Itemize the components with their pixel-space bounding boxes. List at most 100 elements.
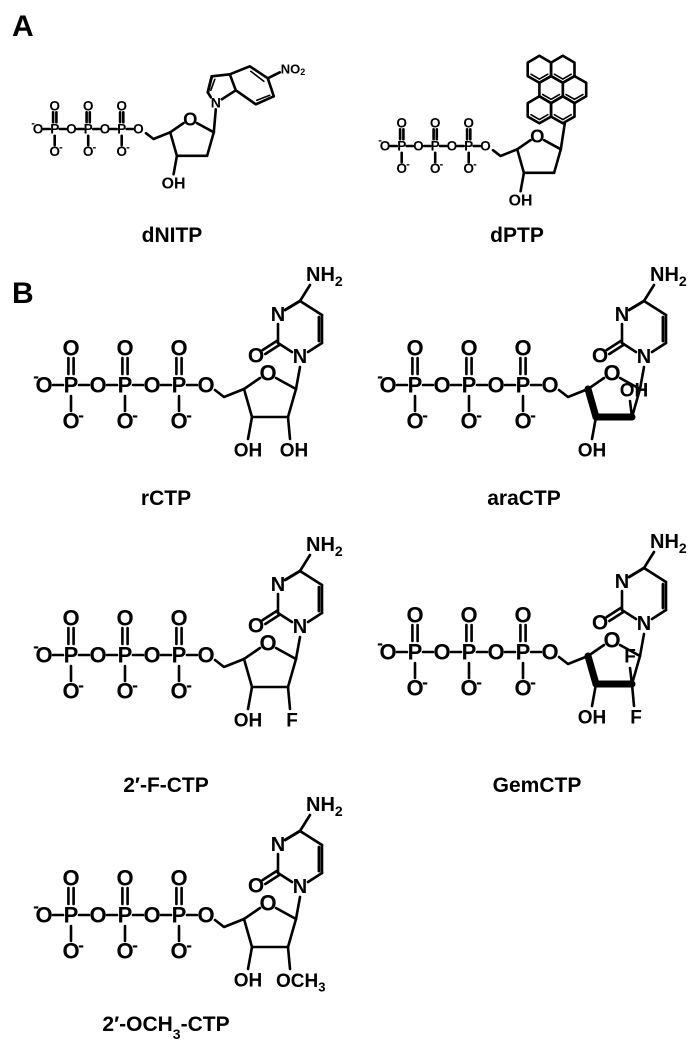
nitrogen-atom: N <box>637 346 651 368</box>
charge-minus: - <box>377 366 383 386</box>
oxygen-atom-bridge: O <box>433 373 450 398</box>
bond <box>286 415 292 441</box>
oxygen-atom: O <box>170 606 187 631</box>
bond <box>642 283 656 303</box>
bond <box>306 611 324 624</box>
bond <box>283 569 302 582</box>
charge-minus: - <box>132 935 138 955</box>
double-bond <box>261 869 278 882</box>
oxygen-atom-bridge: O <box>433 640 450 665</box>
charge-minus: - <box>78 935 84 955</box>
bond <box>298 553 312 573</box>
oxygen-atom-bridge: O <box>480 139 491 154</box>
bond <box>642 566 668 584</box>
panel-label-a: A <box>12 10 34 43</box>
double-bond <box>264 613 281 626</box>
phosphorus-atom: P <box>408 640 423 665</box>
oxygen-atom: O <box>592 612 608 635</box>
charge-minus: - <box>132 675 138 695</box>
phosphorus-atom: P <box>431 139 440 154</box>
oxygen-atom: O <box>170 679 187 704</box>
phosphorus-atom: P <box>172 643 187 668</box>
ring-oxygen-atom: O <box>603 628 620 653</box>
caption-rctp: rCTP <box>141 487 191 510</box>
nitrogen-atom: N <box>293 616 307 638</box>
fluorine-atom: F <box>624 647 636 668</box>
bond <box>557 654 590 666</box>
charge-minus: - <box>422 405 428 425</box>
oxygen-atom: O <box>62 606 79 631</box>
oxygen-atom: O <box>396 116 407 131</box>
hydroxyl-group: OH <box>234 441 263 462</box>
oxygen-atom: O <box>116 866 133 891</box>
phosphorus-atom: P <box>117 122 126 137</box>
bond <box>283 829 302 842</box>
aromatic-bond <box>530 73 549 81</box>
oxygen-atom: O <box>406 336 423 361</box>
bond <box>306 871 324 884</box>
bond <box>168 121 185 134</box>
phosphorus-atom: P <box>516 640 531 665</box>
bond <box>144 131 172 141</box>
phosphorus-atom: P <box>516 373 531 398</box>
hydroxyl-group: OH <box>234 971 263 992</box>
oxygen-atom: O <box>460 409 477 434</box>
bond <box>298 813 312 833</box>
bond <box>242 387 254 419</box>
hydroxyl-group: OH <box>162 176 186 193</box>
aromatic-bond <box>565 93 584 101</box>
oxygen-atom-terminal: O <box>33 122 44 137</box>
phosphorus-atom: P <box>462 640 477 665</box>
oxygen-atom: O <box>62 409 79 434</box>
nitrogen-atom: N <box>615 304 629 326</box>
bond <box>298 283 312 303</box>
oxygen-atom-bridge: O <box>133 122 144 137</box>
charge-minus: - <box>186 405 192 425</box>
charge-minus: - <box>78 405 84 425</box>
charge-minus: - <box>378 134 382 146</box>
oxygen-atom: O <box>406 603 423 628</box>
oxygen-atom: O <box>170 866 187 891</box>
bold-bond <box>584 652 600 688</box>
charge-minus: - <box>186 935 192 955</box>
phosphorus-atom: P <box>50 122 59 137</box>
bond <box>559 122 567 151</box>
charge-minus: - <box>59 142 63 154</box>
bond <box>256 94 271 102</box>
oxygen-atom: O <box>463 161 474 176</box>
oxygen-atom: O <box>514 676 531 701</box>
bond <box>542 138 563 151</box>
bond <box>627 566 646 579</box>
oxygen-atom-bridge: O <box>541 373 558 398</box>
oxygen-atom-terminal: O <box>379 640 396 665</box>
bond <box>638 365 646 391</box>
bond <box>168 131 179 158</box>
panel-label-b: B <box>12 277 34 310</box>
bond <box>294 635 302 661</box>
amine-group: NH2 <box>306 534 343 559</box>
charge-minus: - <box>33 366 39 386</box>
oxygen-atom-bridge: O <box>413 139 424 154</box>
bond <box>294 365 302 391</box>
phosphorus-atom: P <box>172 903 187 928</box>
phosphorus-atom: P <box>64 903 79 928</box>
charge-minus: - <box>530 405 536 425</box>
double-bond <box>264 873 281 886</box>
charge-minus: - <box>530 672 536 692</box>
bond <box>242 657 254 689</box>
nitrogen-atom: N <box>271 304 285 326</box>
charge-minus: - <box>33 636 39 656</box>
oxygen-atom: O <box>460 336 477 361</box>
nitro-group: NO2 <box>281 61 306 77</box>
charge-minus: - <box>132 405 138 425</box>
bond <box>210 78 216 92</box>
bond <box>242 906 262 921</box>
phosphorus-atom: P <box>172 373 187 398</box>
caption-2-och3-ctp: 2′-OCH3-CTP <box>102 1013 229 1042</box>
oxygen-atom: O <box>83 144 94 159</box>
charge-minus: - <box>476 672 482 692</box>
charge-minus: - <box>31 117 35 129</box>
phosphorus-atom: P <box>64 373 79 398</box>
